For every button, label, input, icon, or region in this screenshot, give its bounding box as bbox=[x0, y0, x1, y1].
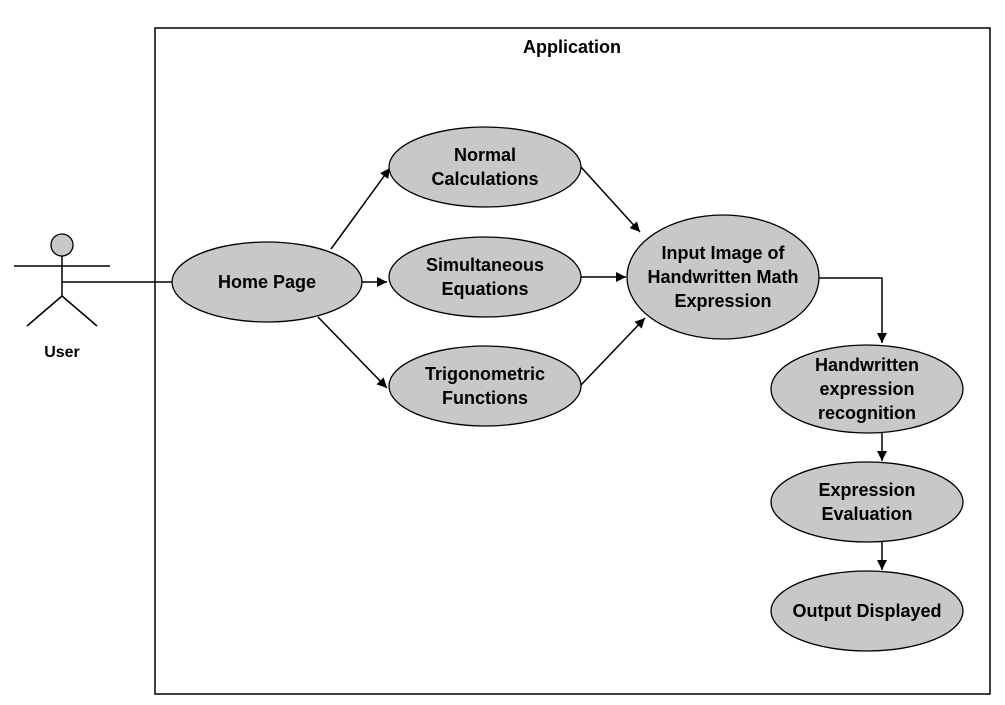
use-case-label-line: Evaluation bbox=[821, 504, 912, 524]
actor-right-leg bbox=[61, 295, 98, 327]
actor-left-leg bbox=[26, 295, 63, 327]
use-case-label-line: Simultaneous bbox=[426, 255, 544, 275]
system-boundary-title: Application bbox=[523, 37, 621, 57]
actor-label: User bbox=[44, 344, 80, 361]
node-handwritten-recognition: Handwritten expression recognition bbox=[770, 344, 964, 434]
system-boundary bbox=[154, 27, 991, 695]
use-case-label-line: Normal bbox=[454, 145, 516, 165]
node-home-page: Home Page bbox=[171, 241, 363, 323]
use-case-ellipse bbox=[388, 126, 582, 208]
use-case-label-line: Expression bbox=[674, 291, 771, 311]
use-case-label-line: recognition bbox=[818, 403, 916, 423]
use-case-label-line: Expression bbox=[818, 480, 915, 500]
edge-normal-input bbox=[580, 166, 641, 233]
edge-input-recognition bbox=[819, 277, 887, 343]
node-output-displayed: Output Displayed bbox=[770, 570, 964, 652]
use-case-ellipse bbox=[770, 461, 964, 543]
edge-trigonometric-input bbox=[580, 317, 646, 386]
use-case-label-line: Equations bbox=[441, 279, 528, 299]
use-case-ellipse bbox=[770, 344, 964, 434]
use-case-ellipse bbox=[626, 214, 820, 340]
use-case-ellipse bbox=[388, 236, 582, 318]
use-case-label-line: expression bbox=[819, 379, 914, 399]
use-case-label-line: Output Displayed bbox=[792, 601, 941, 621]
use-case-label-line: Input Image of bbox=[662, 243, 786, 263]
use-case-label-line: Trigonometric bbox=[425, 364, 545, 384]
actor-user bbox=[14, 233, 110, 327]
use-case-label-line: Handwritten Math bbox=[648, 267, 799, 287]
use-case-label-line: Functions bbox=[442, 388, 528, 408]
actor-head bbox=[50, 233, 74, 257]
use-case-label-line: Handwritten bbox=[815, 355, 919, 375]
use-case-label-line: Home Page bbox=[218, 272, 316, 292]
use-case-ellipse bbox=[770, 570, 964, 652]
edge-home-trigonometric bbox=[317, 316, 388, 389]
use-case-label-line: Calculations bbox=[431, 169, 538, 189]
use-case-ellipse bbox=[388, 345, 582, 427]
use-case-ellipse bbox=[171, 241, 363, 323]
edge-home-normal bbox=[330, 167, 391, 250]
